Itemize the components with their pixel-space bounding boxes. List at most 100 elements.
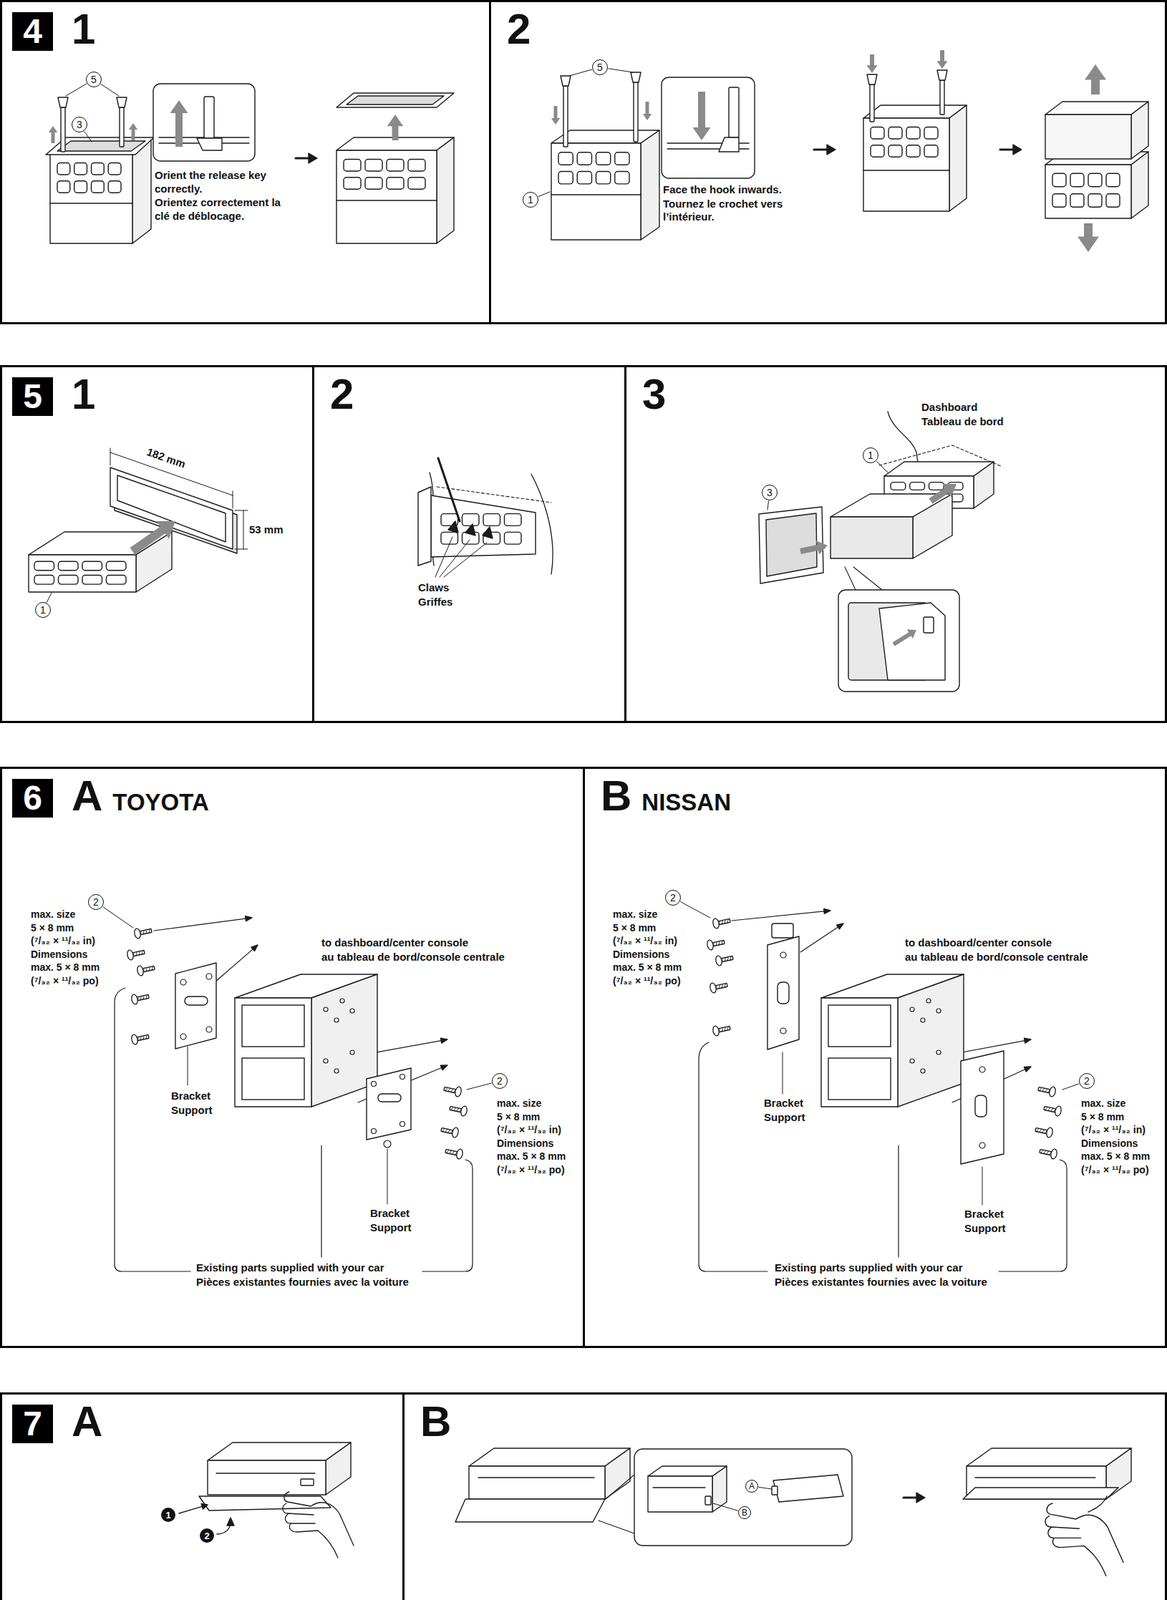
screw-thread bbox=[448, 1129, 451, 1133]
callout-number: 2 bbox=[496, 1076, 503, 1087]
dimension-extension bbox=[234, 510, 248, 512]
box-front bbox=[821, 998, 898, 1107]
callout-number: 2 bbox=[1083, 1076, 1090, 1087]
sleeve-cutout bbox=[1106, 194, 1120, 208]
screw bbox=[709, 980, 729, 994]
callout-number: 2 bbox=[670, 892, 676, 903]
detail-pointer bbox=[605, 1474, 635, 1500]
screw bbox=[712, 915, 731, 930]
screw-size-note: 5 × 8 mm bbox=[496, 1110, 540, 1125]
step-panel: ATOYOTA622 bbox=[0, 766, 585, 1349]
arrow-head bbox=[440, 1065, 448, 1071]
group-bracket bbox=[698, 1042, 768, 1272]
mounting-hole bbox=[334, 1018, 339, 1023]
unit-box bbox=[863, 105, 967, 212]
bracket-slot bbox=[975, 1095, 987, 1117]
screw bbox=[443, 1083, 462, 1098]
bracket-ear bbox=[771, 923, 794, 938]
direction-note: to dashboard/center console bbox=[904, 936, 1052, 951]
vehicle-make: NISSAN bbox=[641, 790, 731, 815]
sleeve-cutout bbox=[483, 514, 501, 527]
disc-slot bbox=[975, 1477, 1096, 1478]
callout-circle: 1 bbox=[35, 602, 51, 618]
unit-opening bbox=[828, 1058, 891, 1100]
leader-line bbox=[65, 83, 87, 96]
release-key bbox=[633, 82, 638, 142]
sleeve bbox=[431, 495, 536, 558]
hand bbox=[282, 1492, 354, 1558]
screw bbox=[1038, 1146, 1058, 1160]
screw-thread bbox=[451, 1106, 454, 1111]
gray-arrow bbox=[642, 101, 653, 121]
part-name: Support bbox=[171, 1103, 213, 1118]
sleeve-cutout bbox=[596, 171, 611, 184]
leader-line bbox=[608, 68, 633, 73]
guide-arrow bbox=[800, 927, 839, 953]
screw-head bbox=[131, 1033, 139, 1045]
sleeve-cutout bbox=[462, 514, 480, 527]
section-number: 5 bbox=[22, 379, 43, 414]
callout-number: B bbox=[741, 1508, 748, 1518]
leader-line bbox=[100, 84, 119, 96]
gray-arrow bbox=[387, 114, 404, 141]
step-panel: 251 bbox=[488, 0, 1167, 325]
screw bbox=[448, 1103, 468, 1117]
front-panel bbox=[455, 1499, 605, 1523]
bracket-hole bbox=[780, 1028, 787, 1034]
sleeve-cutout bbox=[1088, 194, 1102, 208]
screw-head bbox=[454, 1086, 463, 1097]
sleeve-cutout bbox=[870, 145, 885, 158]
sleeve-cutout bbox=[577, 152, 592, 165]
screw-thread bbox=[1036, 1128, 1039, 1132]
sleeve-cutout bbox=[106, 575, 127, 585]
box-top bbox=[468, 1448, 631, 1467]
guide-arrow bbox=[153, 918, 246, 931]
sleeve-cutout bbox=[558, 152, 573, 165]
callout-circle: 2 bbox=[665, 889, 681, 906]
unit-box bbox=[1045, 151, 1149, 219]
callout-circle: 1 bbox=[862, 447, 879, 464]
leader-line bbox=[46, 592, 52, 603]
part-name: Support bbox=[763, 1111, 806, 1125]
screwdriver bbox=[438, 458, 460, 522]
leader-line bbox=[538, 191, 550, 197]
sleeve-cutout bbox=[74, 181, 88, 193]
dimension-extension bbox=[234, 549, 248, 550]
leader-line bbox=[680, 902, 711, 918]
callout-number: A bbox=[748, 1482, 755, 1491]
box-front bbox=[830, 516, 913, 559]
screw-thread bbox=[726, 1026, 729, 1031]
step-number: B bbox=[600, 774, 632, 818]
part-name: Tableau de bord bbox=[921, 415, 1004, 429]
detail-pointer bbox=[598, 1520, 635, 1534]
unit-opening bbox=[828, 1005, 891, 1047]
screw-thread bbox=[142, 930, 145, 934]
screw-thread bbox=[145, 995, 148, 999]
panel-heading: B bbox=[420, 1400, 452, 1444]
panel-heading: 2 bbox=[330, 373, 354, 416]
leader-line bbox=[758, 1487, 772, 1490]
sleeve-cutout bbox=[57, 163, 71, 176]
panel-hook bbox=[771, 1486, 778, 1495]
section-number: 7 bbox=[22, 1406, 43, 1442]
arrow-head bbox=[201, 1503, 208, 1510]
group-note: Existing parts supplied with your car bbox=[196, 1261, 385, 1276]
screw-thread bbox=[1048, 1107, 1051, 1112]
box-front bbox=[551, 143, 641, 240]
screw-size-note: (⁷/₃₂ × ¹¹/₃₂ in) bbox=[612, 934, 678, 948]
frame-corner bbox=[879, 602, 946, 681]
screw-size-note: max. 5 × 8 mm bbox=[612, 960, 682, 975]
gray-arrow bbox=[48, 126, 58, 144]
front-panel bbox=[199, 1496, 331, 1511]
step-marker: 2 bbox=[199, 1528, 215, 1543]
sleeve-cutout bbox=[365, 159, 383, 172]
screw bbox=[440, 1124, 459, 1139]
sleeve-cutout bbox=[386, 177, 404, 190]
leader-line bbox=[767, 501, 769, 510]
screw-thread bbox=[1039, 1087, 1042, 1092]
screw-head bbox=[456, 1148, 464, 1160]
callout-circle: 5 bbox=[85, 71, 102, 88]
frame-opening bbox=[766, 513, 817, 577]
screw-thread bbox=[456, 1107, 459, 1112]
curved-arrow bbox=[1088, 1496, 1107, 1513]
